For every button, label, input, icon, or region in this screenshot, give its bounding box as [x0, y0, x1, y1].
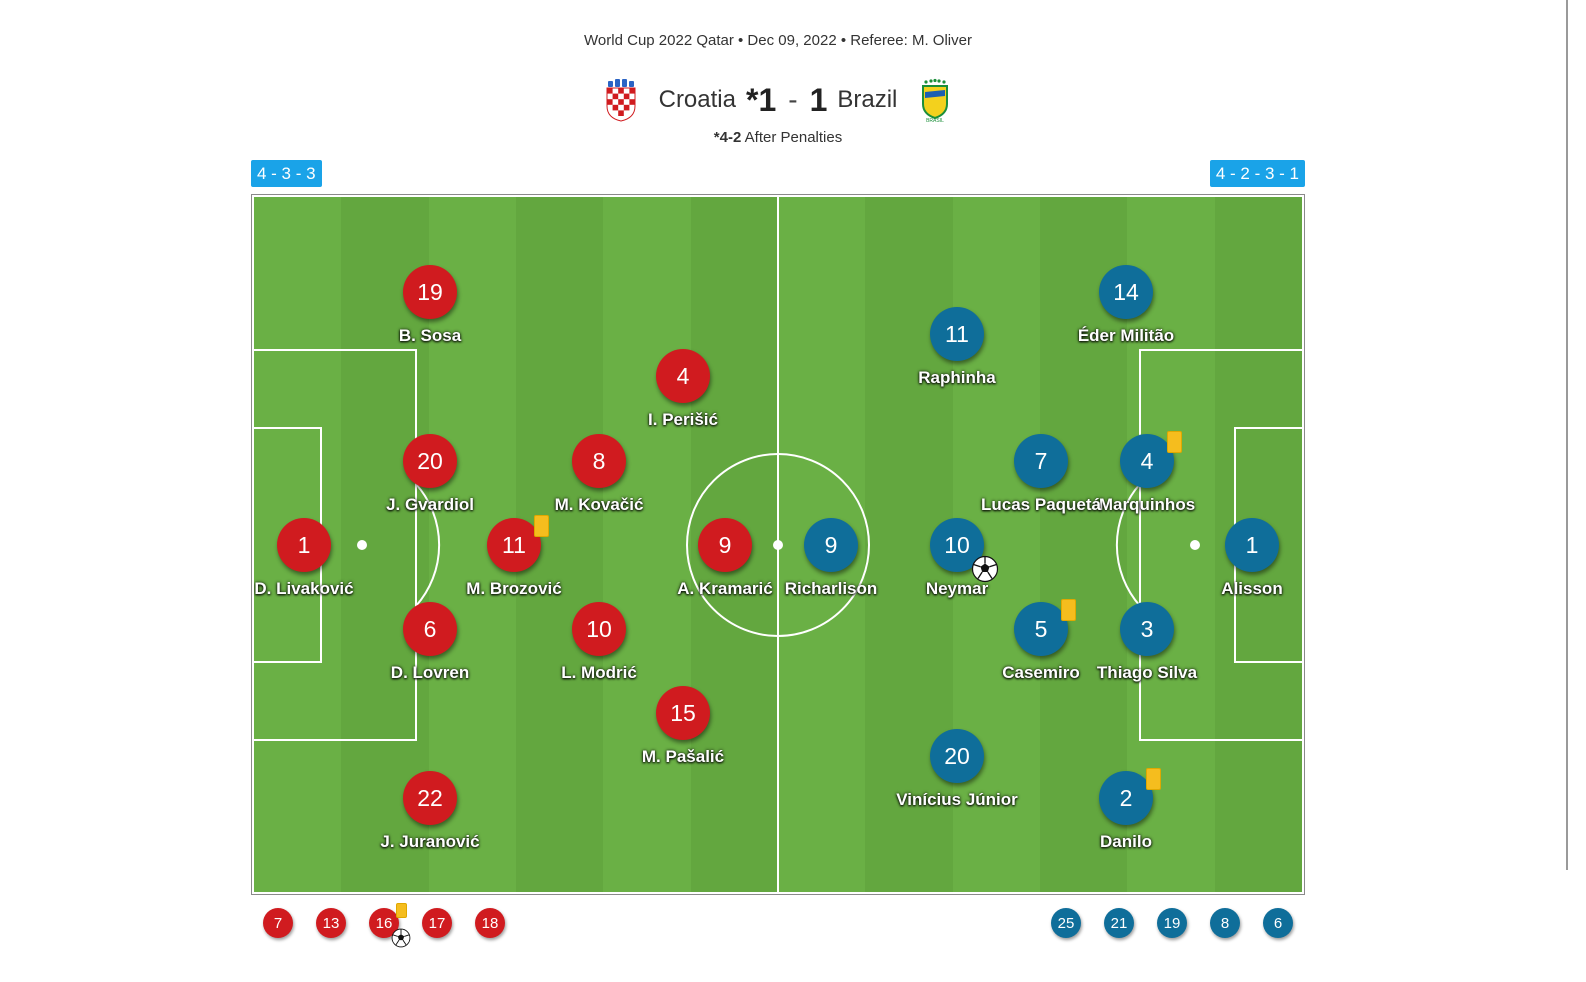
- player-number[interactable]: 20: [930, 729, 984, 783]
- player-name: Alisson: [1221, 579, 1283, 598]
- player-name: Thiago Silva: [1096, 663, 1198, 682]
- player-name: D. Lovren: [390, 663, 470, 682]
- player-number[interactable]: 2: [1099, 771, 1153, 825]
- score-separator: -: [788, 84, 798, 115]
- away-team-name: Brazil: [837, 86, 898, 113]
- player-number[interactable]: 4: [656, 349, 710, 403]
- player-name: D. Livaković: [254, 579, 354, 598]
- player-number[interactable]: 5: [1014, 602, 1068, 656]
- player-name: M. Pašalić: [641, 747, 725, 766]
- away-score: 1: [809, 81, 828, 118]
- away-penalty-area: [1139, 349, 1302, 741]
- pitch-stripe: [603, 197, 692, 892]
- home-substitute[interactable]: 13: [316, 908, 346, 938]
- center-circle: [686, 453, 870, 637]
- player-number[interactable]: 10: [572, 602, 626, 656]
- home-score: *1: [745, 81, 777, 118]
- croatia-crest-icon: [601, 78, 641, 122]
- player-name: Marquinhos: [1098, 495, 1196, 514]
- home-substitute[interactable]: 7: [263, 908, 293, 938]
- home-formation-badge: 4 - 3 - 3: [251, 160, 322, 187]
- svg-text:BRASIL: BRASIL: [926, 118, 944, 122]
- home-penalty-area: [254, 349, 417, 741]
- penalty-arcs: [415, 483, 1141, 607]
- player-name: Éder Militão: [1077, 326, 1175, 345]
- center-spot: [773, 540, 783, 550]
- yellow-card-icon: [1146, 768, 1161, 790]
- yellow-card-icon: [396, 903, 407, 918]
- player-name: Casemiro: [1002, 663, 1080, 682]
- player-number[interactable]: 20: [403, 434, 457, 488]
- soccer-ball-icon: [391, 928, 411, 948]
- soccer-ball-icon: [971, 555, 999, 583]
- player-name: Lucas Paquetá: [981, 495, 1101, 514]
- penalty-score: *4-2: [713, 129, 742, 146]
- home-substitute[interactable]: 17: [422, 908, 452, 938]
- player-number[interactable]: 8: [572, 434, 626, 488]
- player-number[interactable]: 6: [403, 602, 457, 656]
- brazil-crest-icon: BRASIL: [915, 78, 955, 124]
- player-number[interactable]: 3: [1120, 602, 1174, 656]
- player-name: Danilo: [1100, 832, 1152, 851]
- player-name: I. Perišić: [648, 410, 718, 429]
- home-team-name: Croatia: [658, 86, 736, 113]
- away-substitute[interactable]: 8: [1210, 908, 1240, 938]
- player-number[interactable]: 15: [656, 686, 710, 740]
- away-substitute[interactable]: 6: [1263, 908, 1293, 938]
- player-name: J. Gvardiol: [386, 495, 474, 514]
- player-name: M. Kovačić: [554, 495, 644, 514]
- player-number[interactable]: 4: [1120, 434, 1174, 488]
- player-number[interactable]: 10: [930, 518, 984, 572]
- pitch-frame: [251, 194, 1305, 895]
- player-number[interactable]: 9: [698, 518, 752, 572]
- player-name: A. Kramarić: [677, 579, 773, 598]
- yellow-card-icon: [534, 515, 549, 537]
- player-name: L. Modrić: [561, 663, 637, 682]
- home-substitute[interactable]: 18: [475, 908, 505, 938]
- away-formation-badge: 4 - 2 - 3 - 1: [1209, 160, 1305, 187]
- player-number[interactable]: 14: [1099, 265, 1153, 319]
- away-substitute[interactable]: 19: [1157, 908, 1187, 938]
- player-name: Vinícius Júnior: [896, 790, 1018, 809]
- player-number[interactable]: 19: [403, 265, 457, 319]
- home-penalty-spot: [357, 540, 367, 550]
- window-edge: [1566, 0, 1568, 870]
- away-substitute[interactable]: 21: [1104, 908, 1134, 938]
- penalty-label: After Penalties: [744, 129, 843, 146]
- yellow-card-icon: [1061, 599, 1076, 621]
- player-name: Raphinha: [918, 368, 996, 387]
- player-name: J. Juranović: [380, 832, 480, 851]
- player-number[interactable]: 11: [487, 518, 541, 572]
- player-number[interactable]: 1: [1225, 518, 1279, 572]
- player-name: Neymar: [925, 579, 989, 598]
- match-info: World Cup 2022 Qatar • Dec 09, 2022 • Re…: [584, 32, 972, 49]
- player-name: M. Brozović: [466, 579, 562, 598]
- yellow-card-icon: [1167, 431, 1182, 453]
- penalty-note: *4-2 After Penalties: [0, 129, 1556, 146]
- scoreline: Croatia *1 - 1 Brazil BRASIL: [0, 76, 1556, 124]
- player-name: B. Sosa: [398, 326, 462, 345]
- player-name: Richarlison: [784, 579, 878, 598]
- player-number[interactable]: 1: [277, 518, 331, 572]
- player-number[interactable]: 22: [403, 771, 457, 825]
- away-substitute[interactable]: 25: [1051, 908, 1081, 938]
- player-number[interactable]: 7: [1014, 434, 1068, 488]
- player-number[interactable]: 9: [804, 518, 858, 572]
- away-penalty-spot: [1190, 540, 1200, 550]
- player-number[interactable]: 11: [930, 307, 984, 361]
